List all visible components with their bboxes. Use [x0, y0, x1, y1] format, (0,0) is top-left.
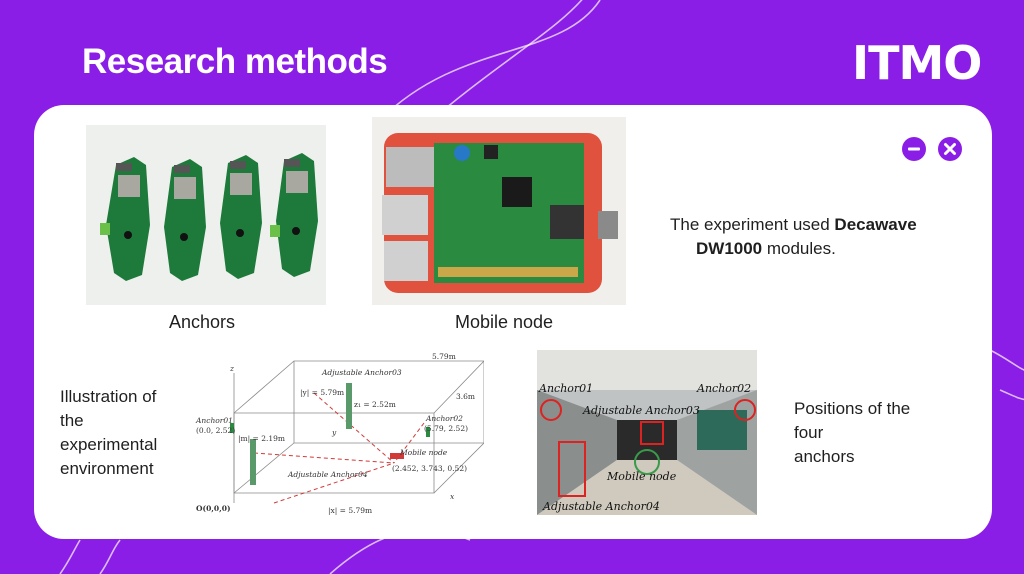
anchor-board-3: [220, 155, 262, 279]
slide-title: Research methods: [82, 42, 388, 81]
label-dim-m: |m| = 2.19m: [238, 434, 285, 443]
anchors-caption: Anchors: [169, 312, 236, 332]
corridor-photo: Anchor01 Anchor02 Adjustable Anchor03 Mo…: [537, 350, 757, 515]
content-card: Anchors Mobile node The experiment used …: [34, 105, 992, 539]
label-anchor01-coord: (0.0, 2.52): [196, 426, 235, 435]
photo-label-anchor02: Anchor02: [696, 382, 751, 395]
positions-line-3: anchors: [794, 447, 855, 466]
close-button[interactable]: [938, 137, 962, 161]
illustration-text: Illustration of the experimental environ…: [60, 385, 190, 481]
photo-label-anchor01: Anchor01: [538, 382, 593, 395]
experiment-text-1: The experiment used: [670, 215, 835, 234]
experiment-text-2: modules.: [762, 239, 836, 258]
label-anchor02-coord: (5.79, 2.52): [424, 424, 468, 433]
label-adj-anchor04: Adjustable Anchor04: [287, 470, 368, 479]
label-mobile-node: Mobile node: [399, 448, 448, 457]
close-icon: [944, 143, 956, 155]
illustration-line-2: the: [60, 411, 84, 430]
environment-diagram: Adjustable Anchor03 Anchor01 (0.0, 2.52)…: [194, 353, 484, 515]
label-dim-height: 3.6m: [456, 392, 475, 401]
positions-line-1: Positions of the: [794, 399, 911, 418]
label-anchor01: Anchor01: [195, 416, 233, 425]
label-axis-y: y: [331, 428, 337, 437]
anchor-board-2: [164, 159, 206, 281]
anchor-board-1: [100, 157, 150, 281]
photo-label-adj-anchor03: Adjustable Anchor03: [582, 404, 700, 417]
label-origin: O(0,0,0): [196, 504, 231, 513]
label-dim-z: z₁ = 2.52m: [354, 400, 396, 409]
illustration-line-1: Illustration of: [60, 387, 157, 406]
anchor-board-4: [270, 153, 318, 277]
label-anchor02: Anchor02: [425, 414, 463, 423]
itmo-logo: ITMO: [852, 36, 992, 90]
label-axis-x: x: [450, 492, 455, 501]
label-adj-anchor03: Adjustable Anchor03: [321, 368, 402, 377]
anchors-photo: [86, 125, 326, 305]
label-axis-z: z: [229, 364, 234, 373]
logo-text: ITMO: [852, 36, 982, 90]
photo-label-mobile-node: Mobile node: [606, 470, 677, 483]
positions-line-2: four: [794, 423, 824, 442]
mobile-node-photo: [372, 117, 626, 305]
experiment-text-bold-2: DW1000: [696, 239, 763, 258]
label-dim-x: |x| = 5.79m: [328, 506, 372, 515]
minimize-button[interactable]: [902, 137, 926, 161]
experiment-text: The experiment used Decawave DW1000 modu…: [670, 213, 970, 261]
experiment-text-bold-1: Decawave: [834, 215, 917, 234]
illustration-line-3: experimental: [60, 435, 158, 454]
positions-text: Positions of the four anchors: [794, 397, 964, 469]
minimize-icon: [908, 147, 920, 151]
label-mobile-coord: (2.452, 3.743, 0.52): [392, 464, 467, 473]
mobile-node-caption: Mobile node: [455, 312, 554, 332]
illustration-line-4: environment: [60, 459, 154, 478]
label-dim-y: |y| = 5.79m: [300, 388, 344, 397]
photo-label-adj-anchor04: Adjustable Anchor04: [542, 500, 660, 513]
label-dim-top: 5.79m: [432, 353, 456, 361]
